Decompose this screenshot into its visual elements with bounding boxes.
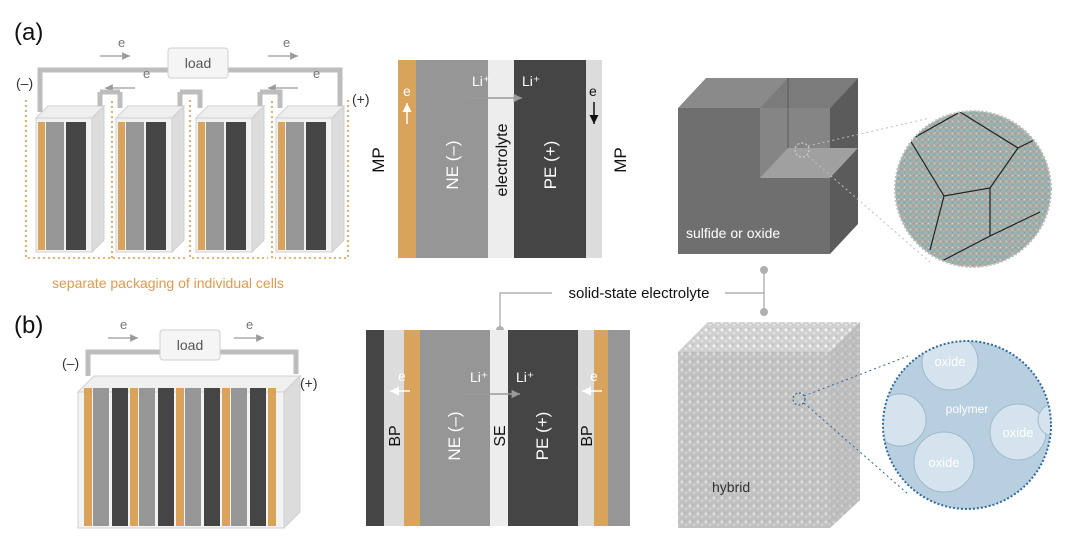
cell-cross-section-b: e e Li⁺ Li⁺ BP NE (–) SE PE (+) BP: [366, 330, 630, 526]
zoom-circle-top: [894, 110, 1052, 268]
separate-packaging-outlines: [25, 100, 349, 259]
left-cathode-fragment: [366, 330, 384, 526]
load-box-a: [167, 47, 229, 79]
packaging-caption: separate packaging of individual cells: [52, 275, 284, 291]
cell-unit-4: [260, 89, 346, 254]
positive-current-collector-a: [586, 60, 602, 258]
electron-label-cell-b-right: e: [590, 368, 598, 384]
zoom-source-bottom: [792, 392, 806, 406]
zoom-line-bottom-1: [803, 355, 909, 397]
electrolyte-label-a: electrolyte: [494, 123, 511, 196]
sulfide-oxide-label: sulfide or oxide: [686, 225, 780, 241]
negative-electrode-label-b: NE (–): [445, 411, 464, 460]
callout-dot-bottom: [760, 308, 768, 316]
zoom-line-top-1: [807, 117, 931, 147]
callout-dot-top: [760, 266, 768, 274]
positive-terminal-a: (+): [352, 91, 370, 107]
bipolar-plate-right: [578, 330, 594, 526]
oxide-label-2: oxide: [1002, 425, 1033, 440]
li-ion-label-b-left: Li⁺: [470, 369, 488, 385]
panel-label-b: (b): [14, 312, 43, 339]
callout-line-right-up: [725, 270, 765, 294]
oxide-label-1: oxide: [934, 354, 965, 369]
negative-terminal-a: (–): [16, 75, 33, 91]
panel-label-a: (a): [14, 19, 43, 46]
polymer-label: polymer: [946, 402, 989, 416]
copper-layer-left: [404, 330, 420, 526]
electron-label-a-top-right: e: [283, 35, 290, 50]
bipolar-plate-left: [384, 330, 404, 526]
electron-label-a-mid-right: e: [313, 66, 320, 81]
positive-electrode-label-a: PE (+): [541, 141, 560, 190]
positive-terminal-b: (+): [300, 375, 318, 391]
negative-electrode-b: [420, 330, 490, 526]
positive-electrode-label-b: PE (+): [533, 412, 552, 461]
sulfide-oxide-cube: sulfide or oxide: [678, 78, 931, 263]
zoom-line-top-2: [807, 155, 931, 263]
solid-state-electrolyte-callout: solid-state electrolyte: [496, 266, 768, 334]
oxide-label-3: oxide: [928, 455, 959, 470]
hybrid-cube: hybrid: [678, 322, 909, 528]
positive-electrode-b: [508, 330, 578, 526]
bp-label-left: BP: [387, 425, 404, 446]
cell-unit-1: [34, 92, 106, 254]
cell-cross-section-a: MP MP e e Li⁺ Li⁺ NE (–) electrolyte PE …: [369, 60, 630, 258]
solid-electrolyte-layer-b: [490, 330, 508, 526]
cell-unit-2: [100, 89, 186, 254]
bipolar-stack: [76, 374, 302, 530]
hybrid-label: hybrid: [712, 479, 750, 495]
bp-label-right: BP: [579, 425, 596, 446]
load-label-b: load: [177, 337, 203, 353]
negative-electrode-a: [416, 60, 488, 258]
electron-label-b-right: e: [246, 317, 253, 332]
mp-label-left: MP: [369, 147, 388, 173]
load-box-b: [159, 329, 221, 361]
pack-a: load e e e e (–) (+) separate packaging …: [16, 35, 370, 291]
cell-unit-3: [180, 89, 266, 254]
electron-label-a-mid-left: e: [143, 66, 150, 81]
right-anode-fragment: [608, 330, 630, 526]
mp-label-right: MP: [611, 147, 630, 173]
zoom-circle-bottom: oxide polymer oxide oxide: [882, 340, 1052, 510]
load-label-a: load: [185, 55, 211, 71]
electron-label-a-top-left: e: [118, 35, 125, 50]
electron-label-cell-a-right: e: [589, 83, 597, 99]
positive-electrode-a: [514, 60, 586, 258]
solid-state-electrolyte-label: solid-state electrolyte: [569, 285, 710, 302]
zoom-source-top: [794, 142, 810, 158]
electron-label-b-left: e: [120, 317, 127, 332]
negative-electrode-label-a: NE (–): [443, 140, 462, 189]
callout-line-left: [499, 292, 552, 330]
li-ion-label-a-right: Li⁺: [522, 73, 540, 89]
solid-electrolyte-label-b: SE: [492, 425, 509, 446]
electrolyte-layer-a: [488, 60, 514, 258]
electron-label-cell-b-left: e: [398, 368, 406, 384]
pack-b: load e e (–) (+): [62, 317, 318, 530]
li-ion-label-a-left: Li⁺: [472, 73, 490, 89]
negative-terminal-b: (–): [62, 355, 79, 371]
li-ion-label-b-right: Li⁺: [516, 369, 534, 385]
copper-layer-right: [594, 330, 608, 526]
zoom-line-bottom-2: [803, 402, 909, 495]
electron-label-cell-a-left: e: [403, 83, 411, 99]
